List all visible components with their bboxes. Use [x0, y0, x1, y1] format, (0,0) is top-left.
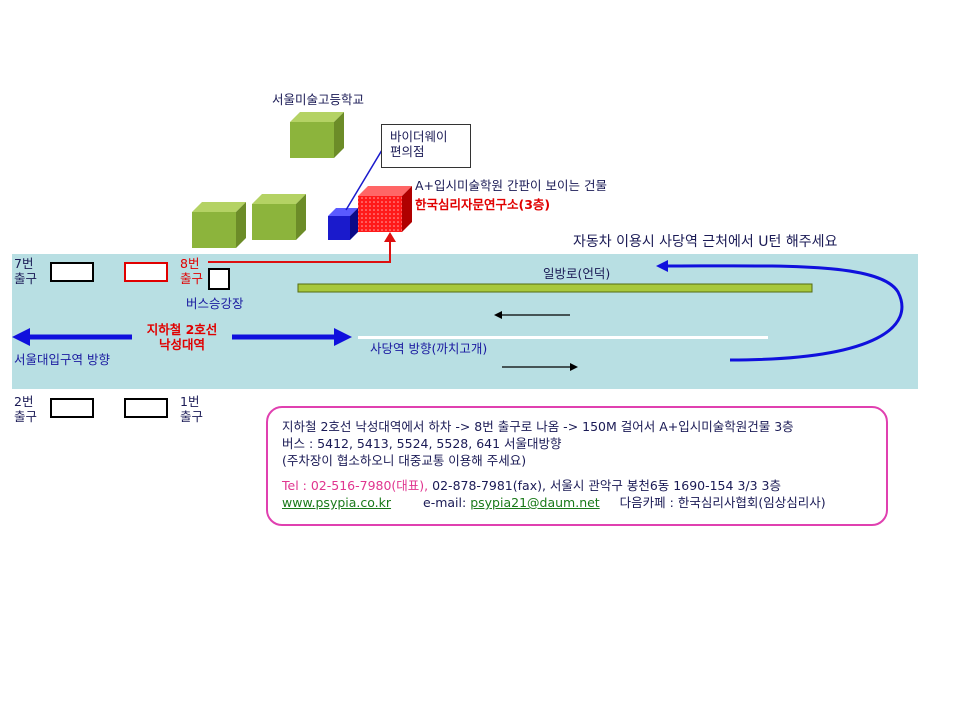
institute-building — [358, 186, 412, 232]
convenience-store-callout: 바이더웨이 편의점 — [381, 124, 471, 168]
exit-2-box — [50, 398, 94, 418]
exit-7-box — [50, 262, 94, 282]
directions-info-box: 지하철 2호선 낙성대역에서 하차 -> 8번 출구로 나옴 -> 150M 걸… — [266, 406, 888, 526]
info-links: www.psypia.co.kr e-mail: psypia21@daum.n… — [282, 494, 872, 511]
building-sign-label: A+입시미술학원 간판이 보이는 건물 — [415, 178, 607, 193]
art-school-building — [290, 112, 344, 158]
green-building-middle — [252, 194, 306, 240]
info-subway: 지하철 2호선 낙성대역에서 하차 -> 8번 출구로 나옴 -> 150M 걸… — [282, 419, 794, 434]
website-link[interactable]: www.psypia.co.kr — [282, 495, 392, 510]
cafe-label: 다음카페 : 한국심리사협회(임상심리사) — [619, 495, 826, 510]
oneway-label: 일방로(언덕) — [543, 266, 611, 281]
info-contact: Tel : 02-516-7980(대표), 02-878-7981(fax),… — [282, 477, 872, 494]
art-school-label: 서울미술고등학교 — [272, 92, 365, 107]
bus-stop-label: 버스승강장 — [186, 296, 244, 311]
callout-pointer — [345, 149, 383, 211]
info-bus: 버스 : 5412, 5413, 5524, 5528, 641 서울대방향 — [282, 436, 562, 451]
institute-label: 한국심리자문연구소(3층) — [415, 197, 551, 212]
info-parking: (주차장이 협소하오니 대중교통 이용해 주세요) — [282, 453, 527, 468]
email-label: e-mail: — [423, 495, 467, 510]
uturn-note: 자동차 이용시 사당역 근처에서 U턴 해주세요 — [573, 234, 838, 250]
exit-8-box — [124, 262, 168, 282]
info-address: 02-878-7981(fax), 서울시 관악구 봉천6동 1690-154 … — [432, 478, 781, 493]
direction-seoul-univ: 서울대입구역 방향 — [14, 352, 110, 367]
convenience-store-building — [328, 208, 358, 240]
median-bar — [297, 283, 813, 293]
uturn-arrow — [664, 264, 904, 362]
exit-1-box — [124, 398, 168, 418]
walking-route — [208, 240, 391, 263]
direction-sadang: 사당역 방향(까치고개) — [370, 341, 488, 356]
green-building-left — [192, 202, 246, 248]
lane-line — [358, 336, 768, 339]
bus-stop-box — [208, 268, 230, 290]
email-link[interactable]: psypia21@daum.net — [470, 495, 600, 510]
info-tel: Tel : 02-516-7980(대표), — [282, 478, 429, 493]
